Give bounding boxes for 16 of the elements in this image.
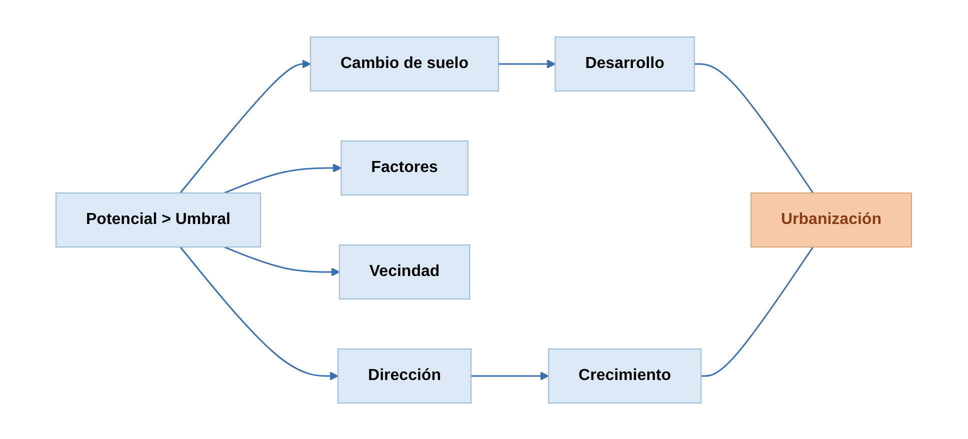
node-box: Urbanización [750,192,912,247]
node-box: Dirección [338,348,472,403]
arrow [471,371,550,380]
connector [701,246,814,376]
node-box: Cambio de suelo [310,36,500,91]
node-box: Desarrollo [554,36,696,91]
node-box: Potencial > Umbral [56,192,262,247]
arrow [224,246,340,276]
arrow [498,59,556,68]
node-box: Vecindad [339,244,470,299]
arrow [224,163,342,194]
connector [694,62,814,193]
arrow [180,59,312,193]
arrow [180,246,339,380]
node-box: Factores [340,140,469,195]
node-box: Crecimiento [548,348,702,403]
